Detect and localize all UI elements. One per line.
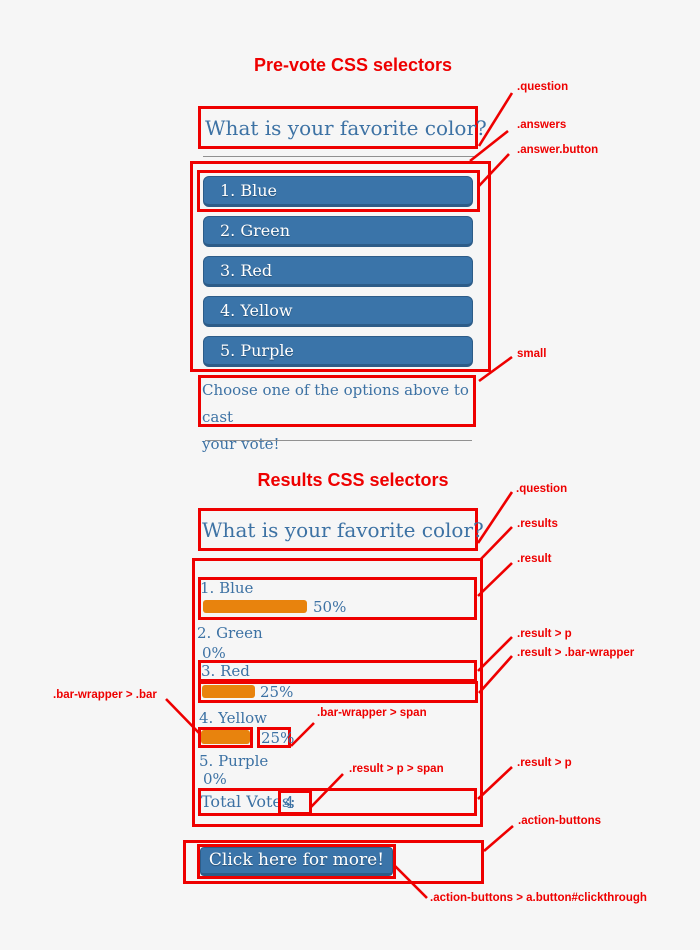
answer-button-green[interactable]: 2. Green xyxy=(203,216,473,247)
leader-line xyxy=(480,526,513,560)
label-result-p-1: .result > p xyxy=(517,628,572,640)
prevote-small-note: Choose one of the options above to cast … xyxy=(202,377,472,458)
label-bar-wrapper-span: .bar-wrapper > span xyxy=(317,707,427,719)
label-result: .result xyxy=(517,553,552,565)
result-name-yellow: 4. Yellow xyxy=(199,709,268,727)
prevote-answer-button-annotation-box xyxy=(197,170,480,212)
label-clickthrough: .action-buttons > a.button#clickthrough xyxy=(430,892,647,904)
action-buttons-annotation-box xyxy=(183,840,484,884)
bar-span-annotation-box xyxy=(257,727,291,748)
result-row-annotation-box xyxy=(198,577,477,620)
result-name-red: 3. Red xyxy=(201,662,250,680)
prevote-question-text: What is your favorite color? xyxy=(205,116,487,140)
label-prevote-answers: .answers xyxy=(517,119,567,131)
result-name-green: 2. Green xyxy=(197,624,263,642)
label-result-bar-wrapper: .result > .bar-wrapper xyxy=(517,647,635,659)
prevote-bottom-divider xyxy=(205,440,472,441)
label-results-question: .question xyxy=(516,483,568,495)
result-pct-red: 25% xyxy=(260,683,294,701)
small-note-line1: Choose one of the options above to cast xyxy=(202,381,469,426)
answer-button-red[interactable]: 3. Red xyxy=(203,256,473,287)
leader-line xyxy=(478,655,513,694)
prevote-top-divider xyxy=(203,156,475,157)
clickthrough-annotation-box xyxy=(197,844,396,879)
result-name-blue: 1. Blue xyxy=(200,579,254,597)
prevote-question-annotation-box xyxy=(198,106,478,149)
leader-line xyxy=(477,562,513,597)
result-pct-blue: 50% xyxy=(313,598,347,616)
result-pct-yellow: 25% xyxy=(261,729,295,747)
answer-button-yellow[interactable]: 4. Yellow xyxy=(203,296,473,327)
result-bar-red xyxy=(202,685,255,698)
label-result-p-span: .result > p > span xyxy=(349,763,444,775)
label-prevote-question: .question xyxy=(517,81,569,93)
results-question-text: What is your favorite color? xyxy=(202,518,484,542)
prevote-small-annotation-box xyxy=(198,375,476,427)
result-name-purple: 5. Purple xyxy=(199,752,269,770)
clickthrough-button[interactable]: Click here for more! xyxy=(200,847,393,876)
results-question-annotation-box xyxy=(198,508,478,551)
small-note-line2: your vote! xyxy=(202,435,280,453)
label-result-p-2: .result > p xyxy=(517,757,572,769)
leader-line xyxy=(483,825,514,852)
total-votes-label: Total Votes: xyxy=(201,792,296,811)
result-bar-yellow xyxy=(201,730,250,744)
label-prevote-answer-button: .answer.button xyxy=(517,144,599,156)
result-pct-purple: 0% xyxy=(203,770,227,788)
prevote-answers-annotation-box xyxy=(190,161,491,372)
label-results: .results xyxy=(517,518,558,530)
prevote-section-title: Pre-vote CSS selectors xyxy=(253,55,453,75)
result-bar-blue xyxy=(203,600,307,613)
leader-line xyxy=(477,766,513,800)
bar-annotation-box xyxy=(198,727,253,748)
result-bar-wrapper-annotation-box xyxy=(198,681,478,703)
total-votes-value: 4 xyxy=(284,793,295,812)
label-prevote-small: small xyxy=(517,348,547,360)
label-bar-wrapper-bar: .bar-wrapper > .bar xyxy=(53,689,157,701)
label-action-buttons: .action-buttons xyxy=(518,815,602,827)
result-pct-green: 0% xyxy=(202,644,226,662)
leader-line xyxy=(477,636,513,672)
answer-button-purple[interactable]: 5. Purple xyxy=(203,336,473,367)
results-section-title: Results CSS selectors xyxy=(257,470,449,490)
answer-button-blue[interactable]: 1. Blue xyxy=(203,176,473,207)
result-p-annotation-box xyxy=(198,660,477,682)
